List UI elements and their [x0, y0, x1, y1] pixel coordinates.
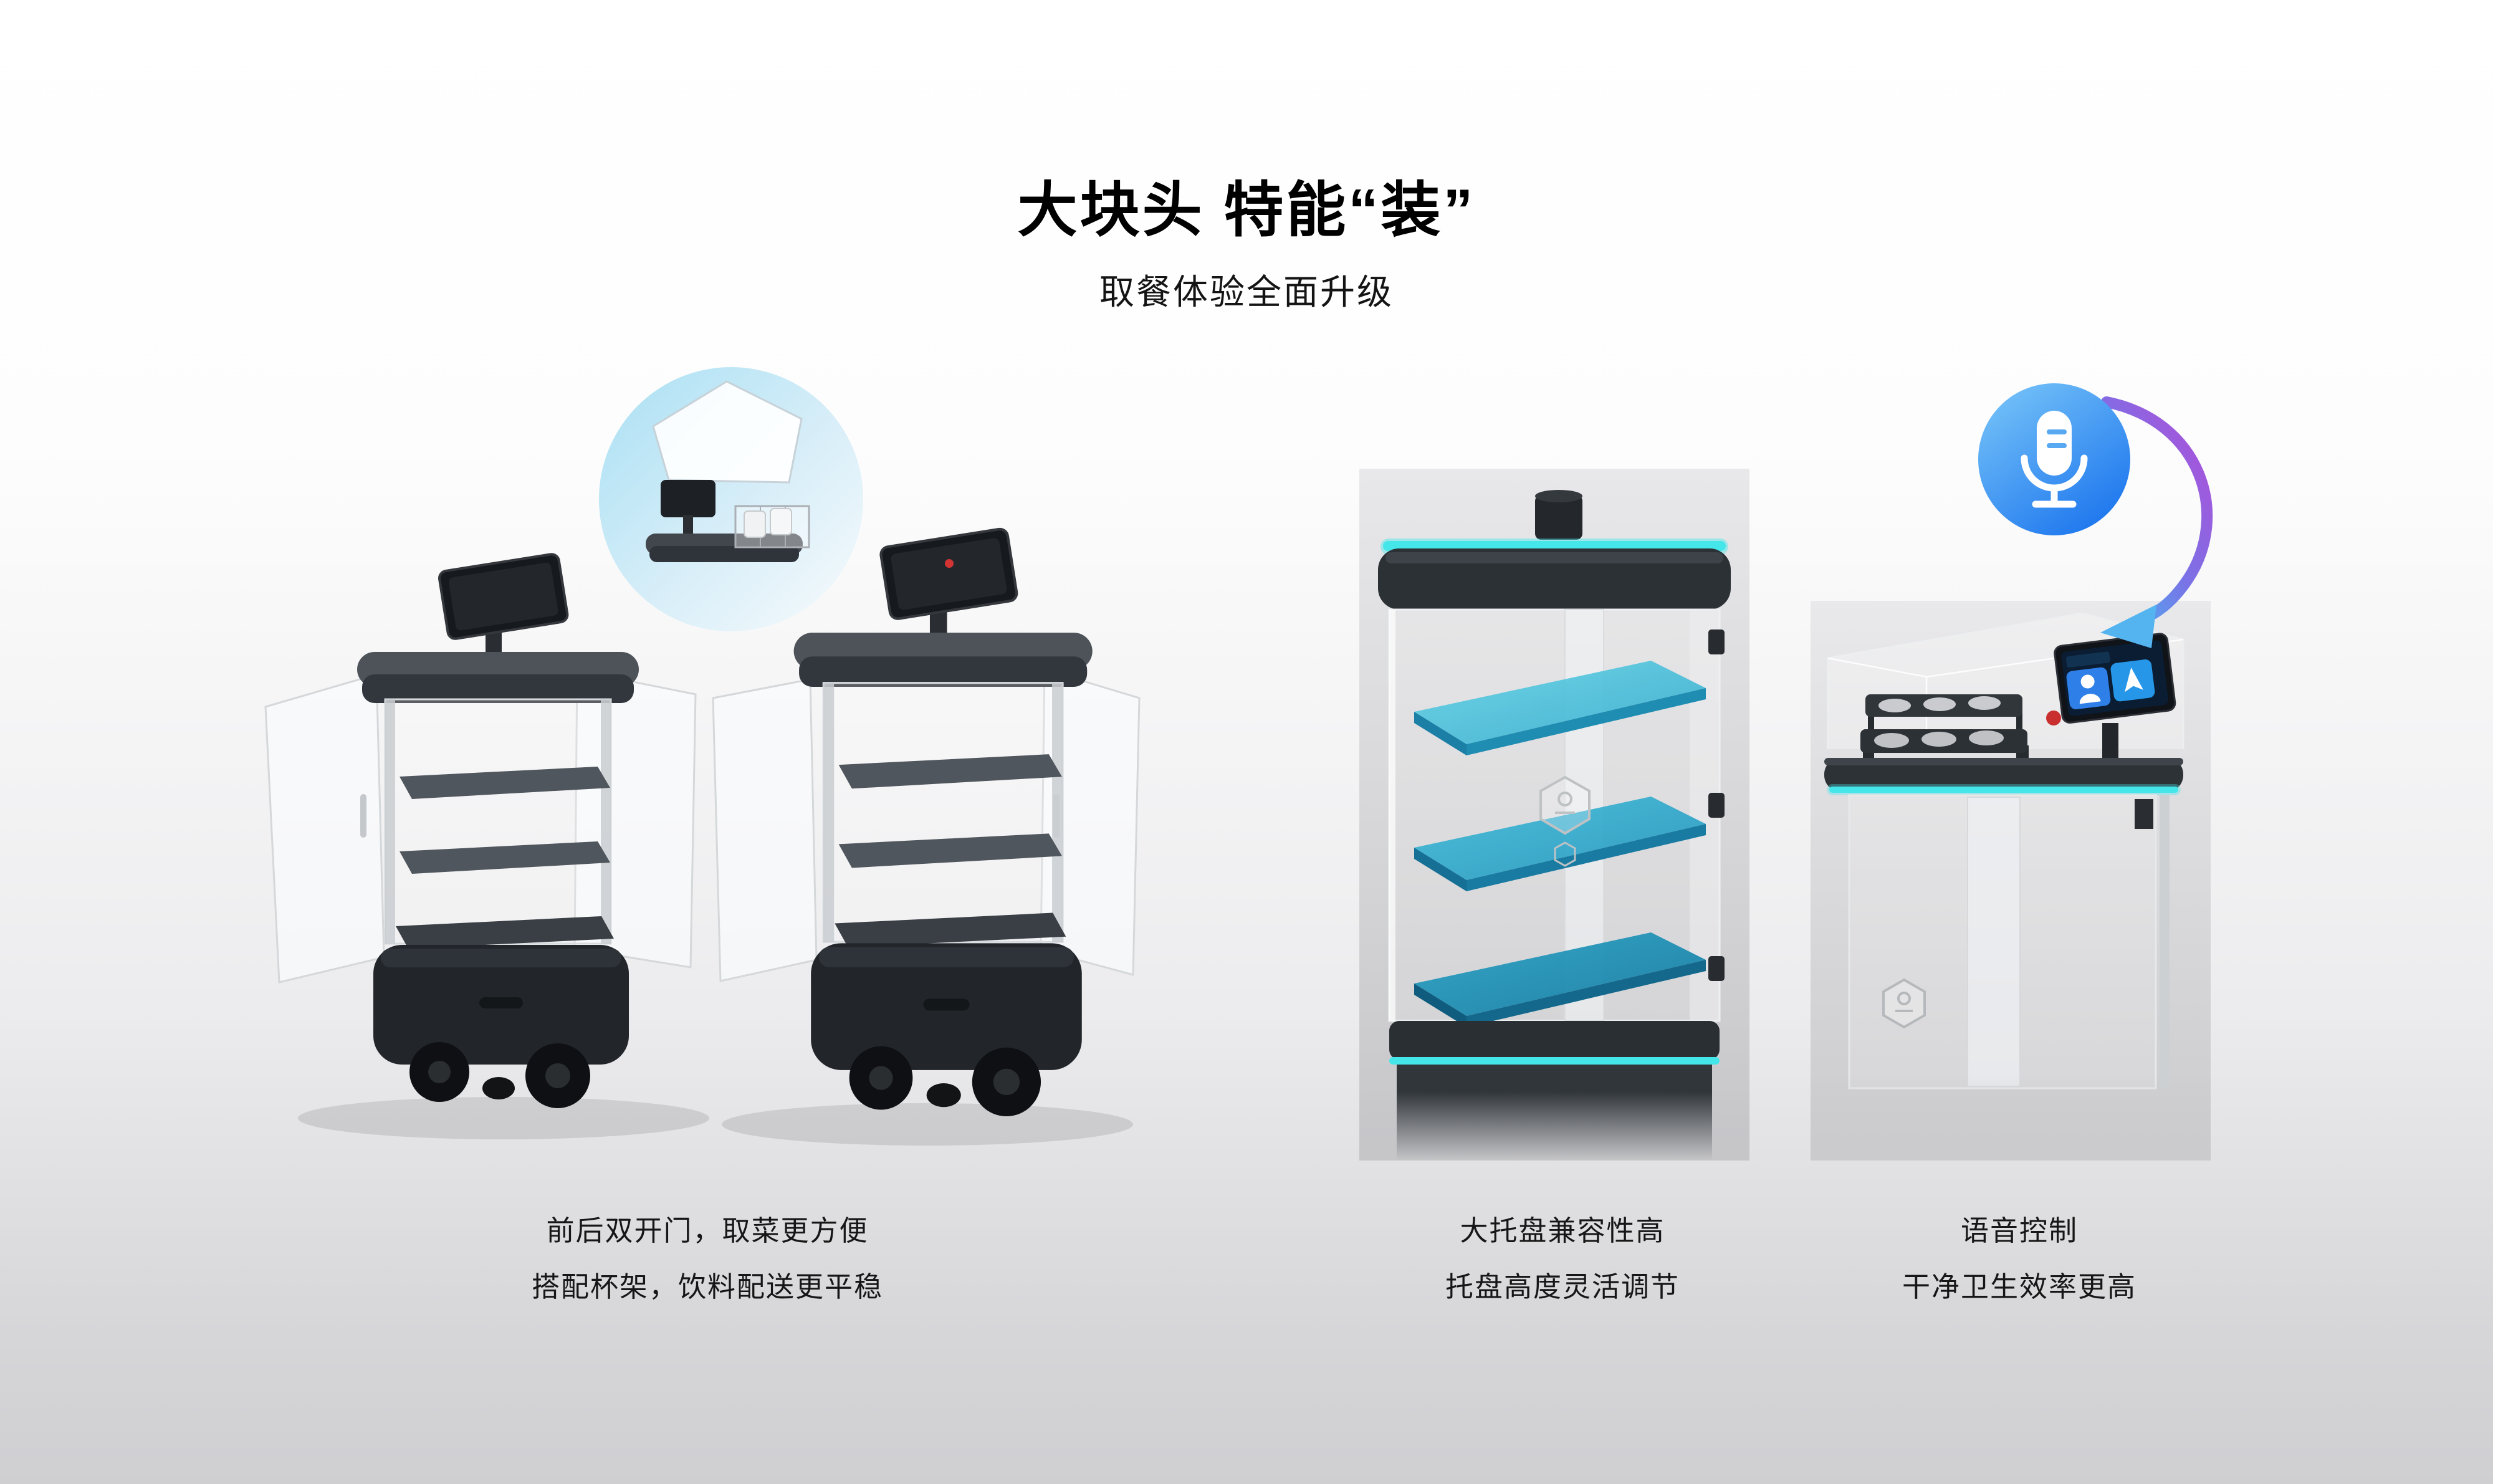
cup-rack	[1860, 694, 2029, 770]
robot-pair-open-doors-illustration	[264, 367, 1141, 1146]
page-subtitle: 取餐体验全面升级	[1099, 272, 1394, 312]
photo-bottom-fade	[1359, 1092, 1749, 1161]
caption-line-1: 大托盘兼容性高	[1460, 1215, 1665, 1247]
delivery-robot-left	[356, 552, 640, 1109]
mic-and-arrow	[1978, 383, 2213, 648]
cup-holder-callout-bubble	[599, 367, 863, 631]
robot-touchscreen	[2046, 633, 2176, 772]
voice-control-robot-illustration	[1811, 601, 2211, 1161]
caption-line-2: 搭配杯架，饮料配送更平稳	[531, 1271, 883, 1303]
screen-stand-stub	[1535, 490, 1582, 540]
door-hinges	[1708, 630, 1725, 981]
caption-line-2: 干净卫生效率更高	[1902, 1271, 2137, 1303]
photo-bottom-fade	[1811, 1075, 2211, 1161]
caption-line-2: 托盘高度灵活调节	[1445, 1271, 1680, 1303]
caption-line-1: 语音控制	[1960, 1215, 2078, 1247]
adjustable-tray-top	[1414, 661, 1706, 755]
caption-line-1: 前后双开门，取菜更方便	[546, 1215, 869, 1247]
voice-control-robot-image	[1811, 601, 2211, 1161]
cup-rack-detail	[734, 505, 810, 548]
page-title: 大块头 特能“装”	[1017, 177, 1476, 244]
brand-logo-hexagon	[1539, 775, 1591, 867]
microphone-icon	[1978, 383, 2130, 535]
voice-control-callout	[1951, 365, 2275, 701]
robot-pair-open-doors-image	[254, 358, 1146, 1169]
curved-arrow-icon	[2100, 396, 2213, 648]
robot-shadow	[298, 1097, 709, 1139]
transparent-cabinet-body	[1848, 794, 2170, 1089]
cabinet-top	[1378, 539, 1731, 610]
tray-robot-illustration	[1359, 469, 1749, 1161]
navigation-arrow-icon	[2125, 667, 2143, 692]
robot-shadow	[722, 1103, 1133, 1146]
feature-caption-double-doors: 前后双开门，取菜更方便 搭配杯架，饮料配送更平稳	[396, 1203, 1019, 1315]
sensor-module	[2135, 799, 2153, 829]
feature-caption-voice-control: 语音控制 干净卫生效率更高	[1770, 1203, 2269, 1315]
feature-caption-big-tray: 大托盘兼容性高 托盘高度灵活调节	[1313, 1203, 1812, 1315]
emergency-button	[2046, 711, 2061, 725]
adjustable-tray-middle	[1414, 797, 1706, 891]
tray-compatibility-image	[1359, 469, 1749, 1161]
person-icon	[2080, 674, 2095, 689]
delivery-robot-right	[794, 528, 1093, 1116]
adjustable-tray-bottom	[1414, 932, 1706, 1027]
tabletop	[1824, 758, 2183, 795]
brand-logo-hexagon	[1882, 978, 1926, 1029]
